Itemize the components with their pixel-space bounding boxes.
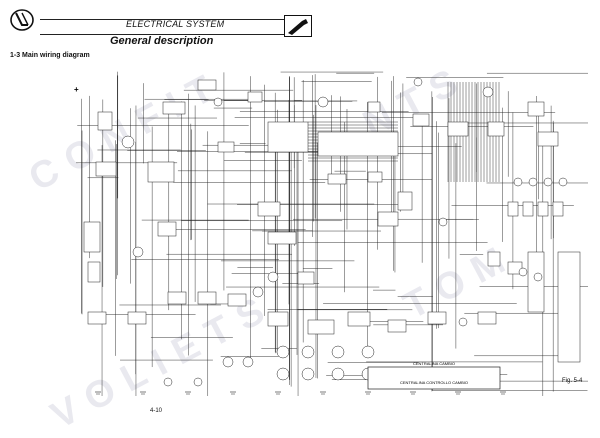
- connector: [458, 317, 468, 327]
- header-rule: [40, 19, 310, 35]
- component-box: [522, 201, 534, 217]
- component-box: [267, 311, 289, 327]
- connector: [331, 345, 345, 359]
- connector: [301, 345, 315, 359]
- connector: [301, 367, 315, 381]
- component-box: [87, 261, 101, 283]
- wrench-icon: [284, 15, 312, 37]
- page-header: ELECTRICAL SYSTEM: [10, 9, 312, 37]
- wiring-diagram: + CENTRALINA CAMBIO CENTRALINA CONTROLLO…: [68, 62, 598, 402]
- connector: [213, 97, 223, 107]
- relay-block: [267, 121, 309, 153]
- connector: [413, 77, 423, 87]
- connector: [121, 135, 135, 149]
- component-box: [162, 101, 186, 115]
- figure-label: Fig. 5-4: [562, 378, 583, 384]
- connector: [267, 271, 279, 283]
- connector: [482, 86, 494, 98]
- connector: [331, 367, 345, 381]
- connector: [317, 96, 329, 108]
- component-box: [487, 121, 505, 137]
- component-box: [87, 311, 107, 325]
- component-box: [552, 201, 564, 217]
- component-box: [397, 191, 413, 211]
- component-box: [527, 251, 545, 313]
- connector: [242, 356, 254, 368]
- component-box: [197, 79, 217, 91]
- connector: [276, 367, 290, 381]
- component-box: [347, 311, 371, 327]
- component-box: [167, 291, 187, 305]
- connector: [163, 377, 173, 387]
- component-box: [387, 319, 407, 333]
- wiring-diagram-svg: + CENTRALINA CAMBIO CENTRALINA CONTROLLO…: [74, 71, 588, 396]
- ecu-label: CENTRALINA CONTROLLO CAMBIO: [400, 380, 468, 385]
- component-box: [447, 121, 469, 137]
- connector: [438, 217, 448, 227]
- connector: [513, 177, 523, 187]
- component-box: [297, 271, 315, 285]
- component-box: [127, 311, 147, 325]
- component-box: [427, 311, 447, 325]
- component-box: [227, 293, 247, 307]
- connector: [361, 345, 375, 359]
- component-box: [267, 231, 297, 245]
- page-subtitle: General description: [110, 35, 214, 47]
- component-box: [377, 211, 399, 227]
- gearbox-ecu-box: [367, 366, 501, 390]
- connector: [543, 177, 553, 187]
- component-box: [157, 221, 177, 237]
- component-box: [147, 161, 175, 183]
- component-box: [257, 201, 281, 217]
- connector: [558, 177, 568, 187]
- component-box: [317, 131, 399, 157]
- component-box: [367, 171, 383, 183]
- connector: [276, 345, 290, 359]
- component-box: [412, 113, 430, 127]
- section-heading: 1-3 Main wiring diagram: [10, 52, 90, 59]
- connector: [252, 286, 264, 298]
- connector: [132, 246, 144, 258]
- connector: [222, 356, 234, 368]
- connector: [193, 377, 203, 387]
- component-box: [507, 201, 519, 217]
- component-box: [97, 111, 113, 131]
- ecu-small-label: CENTRALINA CAMBIO: [413, 361, 455, 366]
- connector: [528, 177, 538, 187]
- page-number: 4-10: [150, 408, 163, 414]
- component-box: [197, 291, 217, 305]
- component-box: [527, 101, 545, 117]
- component-box: [327, 173, 347, 185]
- connector: [533, 272, 543, 282]
- lamborghini-logo-icon: [10, 9, 34, 31]
- plus-marker: +: [74, 85, 79, 94]
- component-box: [487, 251, 501, 267]
- component-box: [367, 101, 381, 113]
- component-box: [477, 311, 497, 325]
- section-title: ELECTRICAL SYSTEM: [126, 19, 225, 29]
- component-box: [95, 161, 117, 177]
- component-box: [247, 91, 263, 103]
- component-box: [307, 319, 335, 335]
- component-box: [537, 201, 549, 217]
- connector: [518, 267, 528, 277]
- component-box: [217, 141, 235, 153]
- component-box: [83, 221, 101, 253]
- component-box: [557, 251, 581, 363]
- component-box: [537, 131, 559, 147]
